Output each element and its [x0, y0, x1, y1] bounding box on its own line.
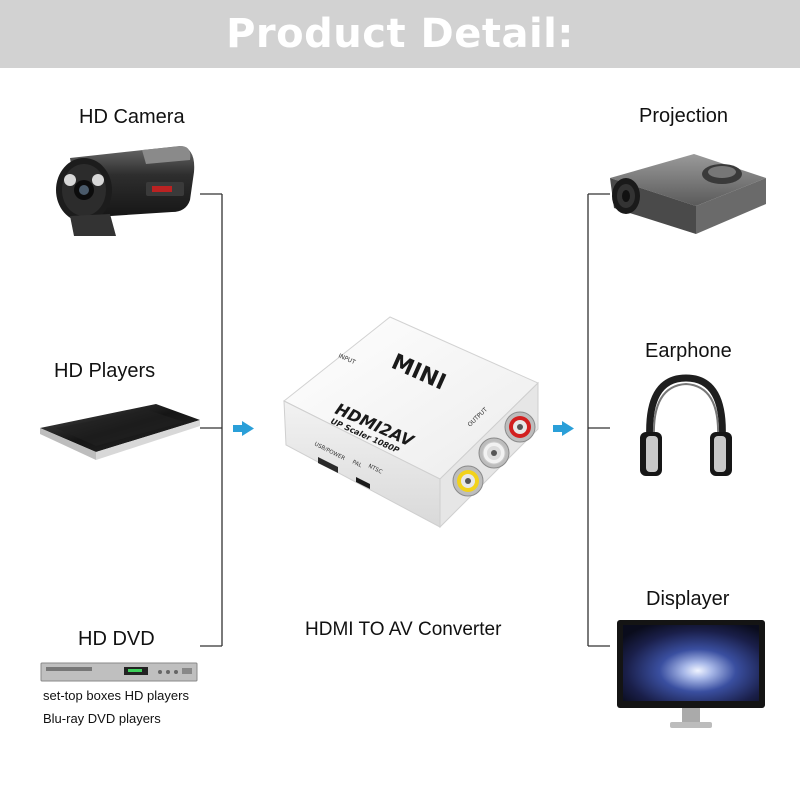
label-hd-players: HD Players [54, 360, 156, 382]
rca-white-connector-icon [478, 437, 510, 469]
security-camera-icon [56, 146, 195, 236]
converter-caption: HDMI TO AV Converter [305, 619, 502, 640]
label-bluray-players: Blu-ray DVD players [43, 711, 161, 726]
output-arrow-icon [553, 421, 574, 436]
label-set-top-boxes: set-top boxes HD players [43, 688, 189, 703]
input-bracket [200, 193, 223, 647]
monitor-icon [617, 620, 765, 728]
usb-port-icon [318, 457, 338, 473]
label-earphone: Earphone [645, 340, 732, 362]
label-hd-camera: HD Camera [79, 106, 185, 128]
label-displayer: Displayer [646, 588, 730, 610]
projector-icon [610, 154, 766, 234]
label-projection: Projection [639, 105, 728, 127]
header-banner: Product Detail: [0, 0, 800, 68]
input-arrow-icon [233, 421, 254, 436]
page-title: Product Detail: [226, 11, 574, 57]
headphones-icon [640, 374, 732, 476]
tablet-player-icon [40, 404, 200, 460]
output-bracket [587, 193, 610, 647]
rca-yellow-connector-icon [452, 465, 484, 497]
converter-pal-label: PAL [351, 459, 363, 469]
dvd-player-icon [40, 662, 198, 682]
label-hd-dvd: HD DVD [78, 628, 155, 650]
pal-ntsc-switch-icon [356, 477, 370, 489]
rca-red-connector-icon [504, 411, 536, 443]
hdmi-to-av-converter: MINI HDMI2AV UP Scaler 1080P INPUT OUTPU… [283, 316, 539, 529]
